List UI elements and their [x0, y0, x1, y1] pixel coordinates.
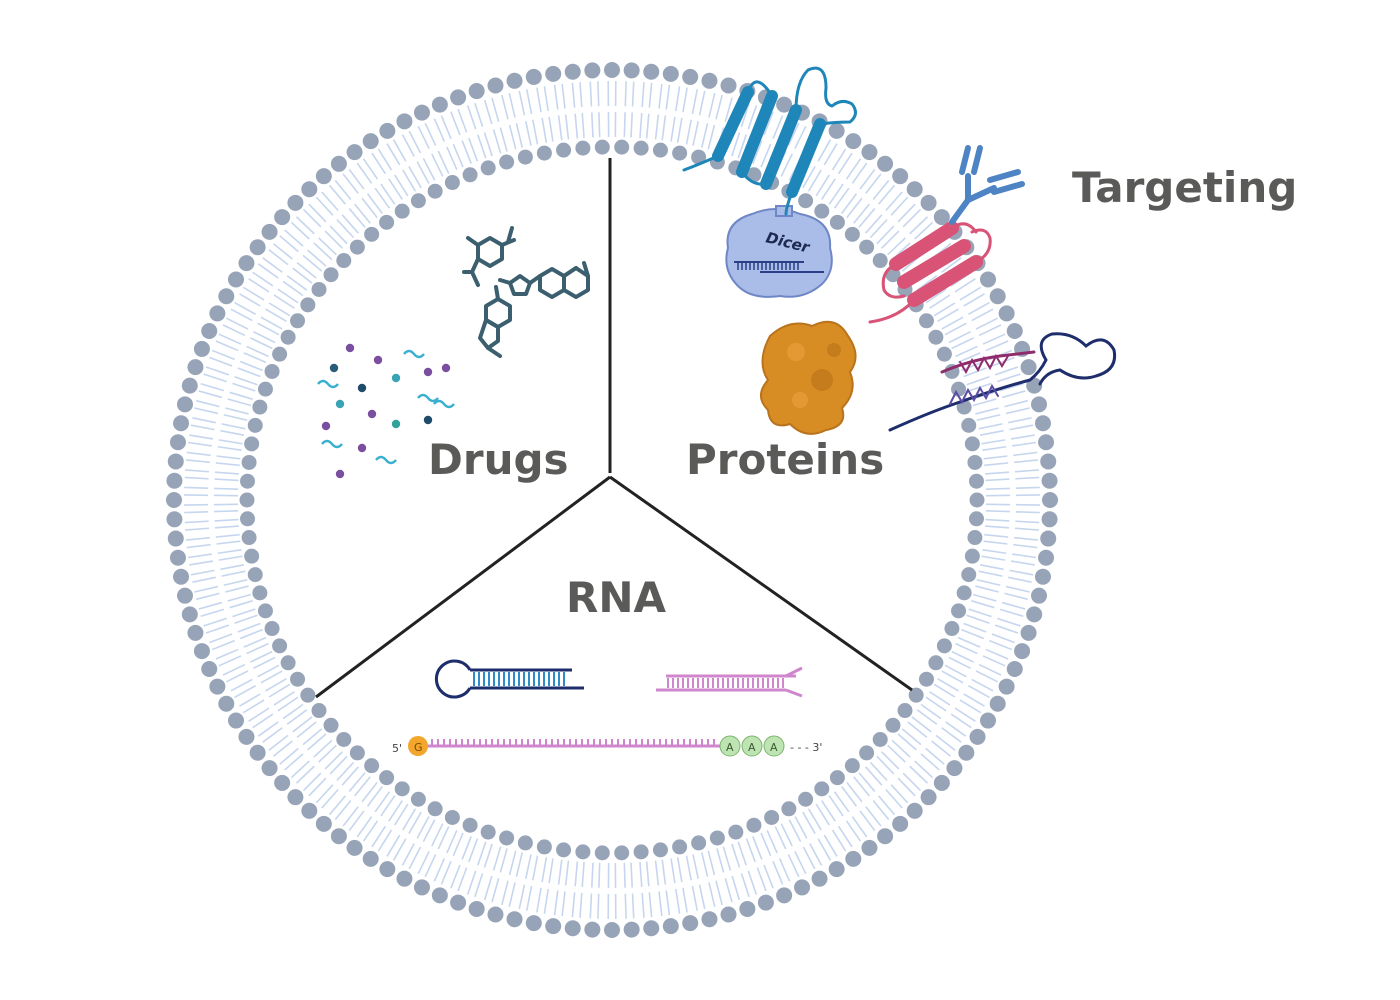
poly-a-1: A: [726, 741, 734, 754]
poly-a-3: A: [770, 741, 778, 754]
antibody-targeting-ligand: [949, 145, 1025, 225]
poly-a-2: A: [748, 741, 756, 754]
label-rna: RNA: [566, 573, 666, 622]
protein-cargo: [760, 320, 857, 435]
shrna-hairpin: [434, 659, 584, 699]
drug-particles: [317, 343, 455, 479]
poly-a-tail: A A A: [719, 735, 785, 757]
divider-left: [315, 475, 611, 699]
lipid-heads: [166, 62, 1058, 938]
lipid-bilayer-membrane: [166, 62, 1058, 938]
drug-molecule-1: [462, 226, 516, 287]
three-prime-label: - - - 3': [790, 741, 822, 754]
five-prime-label: 5': [392, 742, 402, 755]
small-molecule-drugs: [462, 226, 590, 358]
label-drugs: Drugs: [428, 435, 569, 484]
drug-molecule-2: [498, 261, 590, 299]
blue-membrane-receptor: [682, 66, 857, 216]
sirna-duplex: [656, 666, 803, 698]
lipid-tails: [184, 81, 1040, 919]
mrna-strand: 5' G A A A - - - 3': [392, 735, 822, 757]
five-prime-cap: [408, 736, 428, 756]
dicer-enzyme: Dicer: [725, 205, 833, 298]
section-dividers: [315, 158, 913, 699]
drug-molecule-3: [478, 285, 512, 358]
cap-label: G: [414, 741, 423, 754]
pink-membrane-receptor: [868, 221, 992, 324]
label-proteins: Proteins: [686, 435, 884, 484]
label-targeting: Targeting: [1072, 163, 1297, 212]
dicer-rna-duplex: [737, 262, 799, 270]
divider-right: [609, 475, 913, 692]
targeting-rna-aptamer: [888, 332, 1117, 432]
